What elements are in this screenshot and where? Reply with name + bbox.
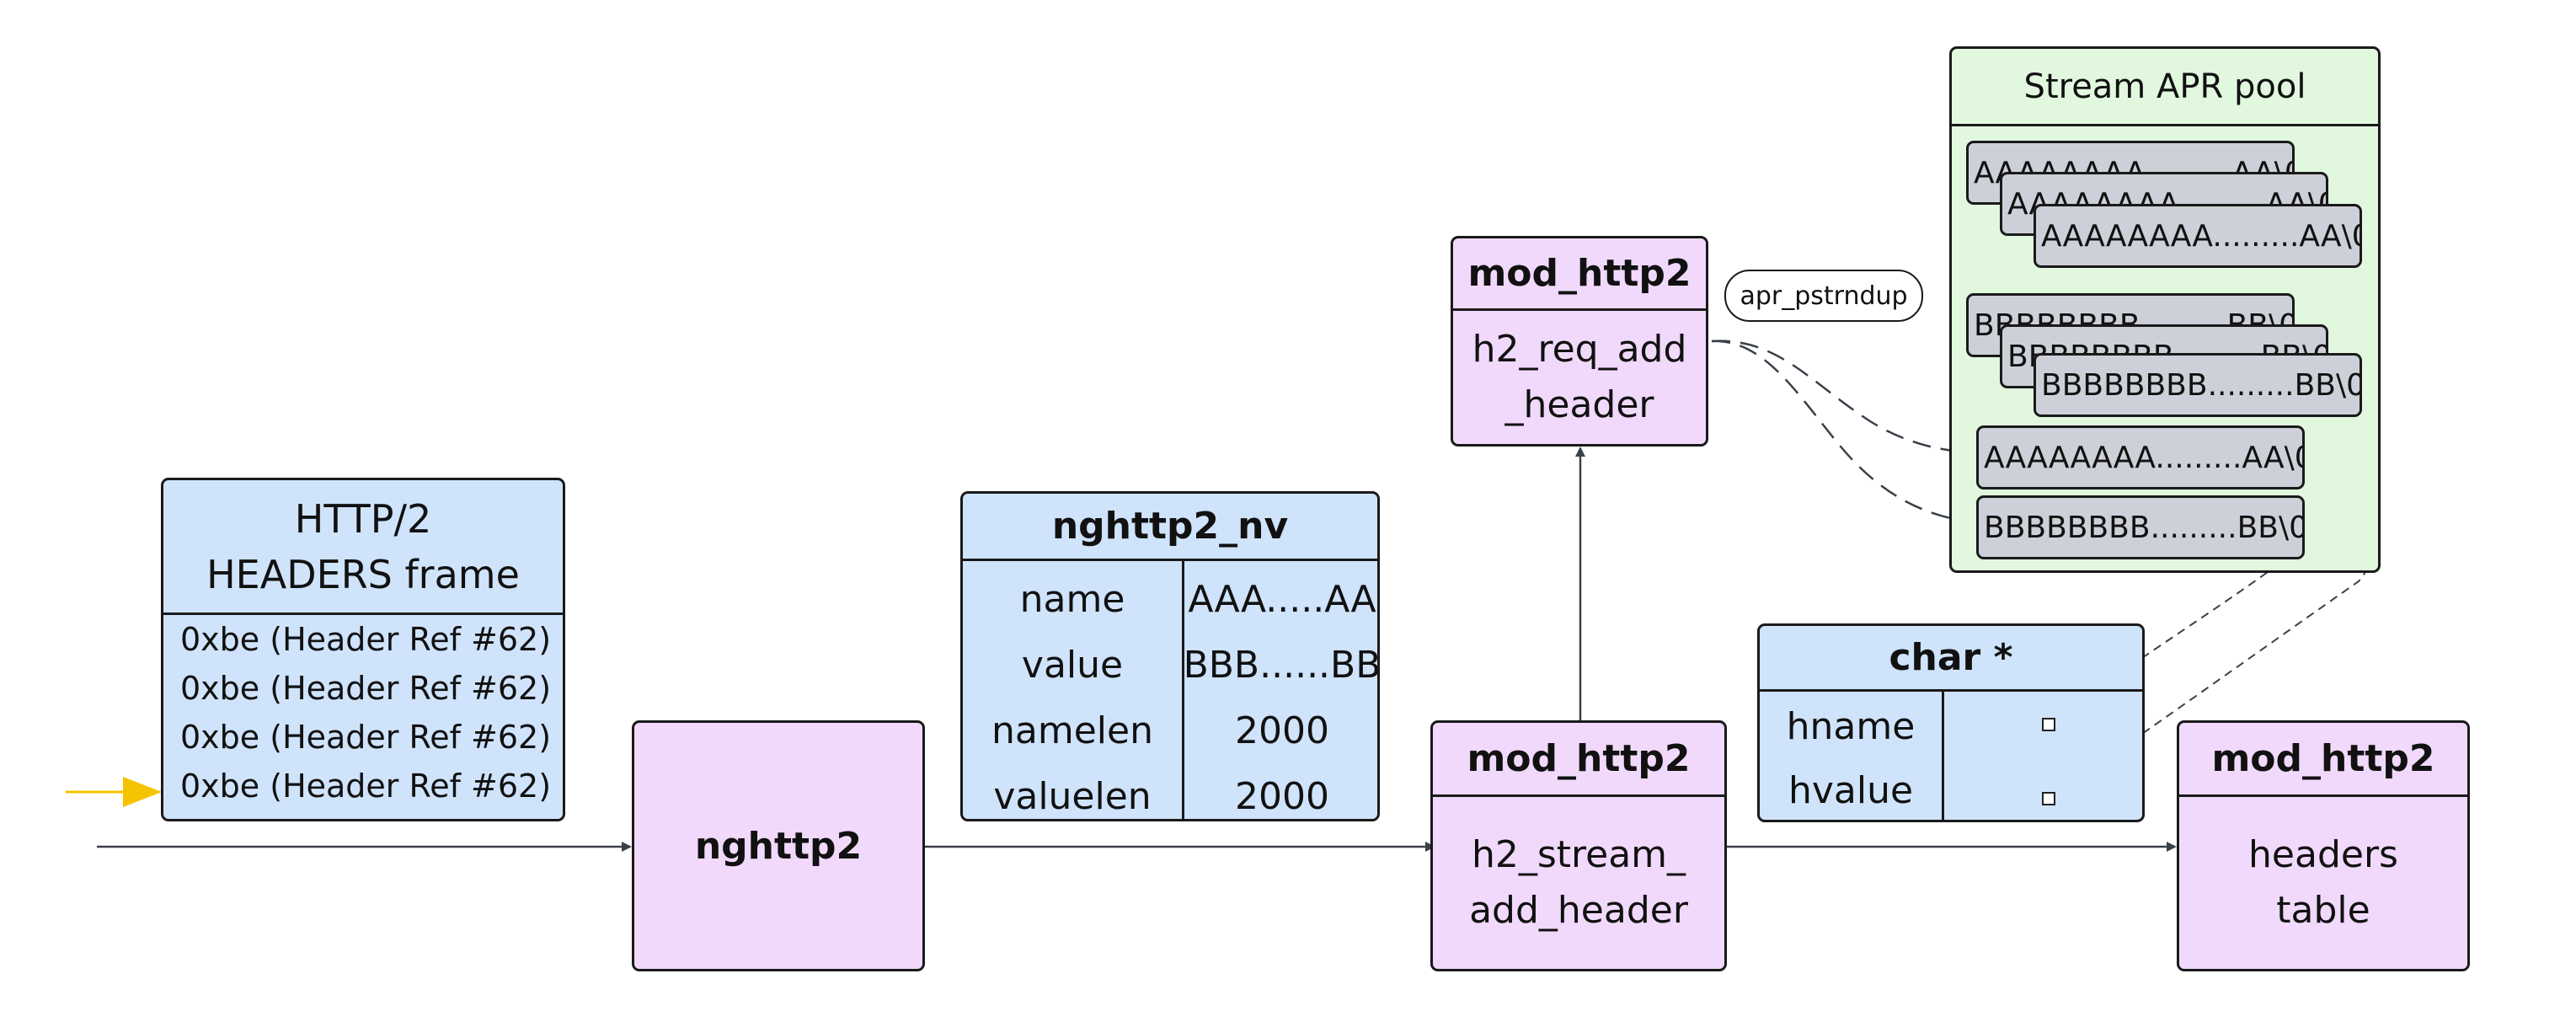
nv-key: value bbox=[1021, 643, 1124, 687]
hname-pointer-marker bbox=[2042, 718, 2055, 731]
pool-chunk-new-value: BBBBBBBB.........BB\0 bbox=[1976, 495, 2305, 559]
nv-row: valuelen 2000 bbox=[963, 763, 1377, 819]
nv-value: BBB......BB bbox=[1183, 643, 1380, 687]
nv-rows: name AAA.....AA value BBB......BB namele… bbox=[963, 566, 1380, 819]
pool-header: Stream APR pool bbox=[1952, 49, 2378, 126]
req-add-line1: h2_req_add bbox=[1472, 328, 1687, 371]
stream-add-body: h2_stream_ add_header bbox=[1433, 797, 1724, 969]
headers-table-title: mod_http2 bbox=[2211, 737, 2435, 780]
frame-row: 0xbe (Header Ref #62) bbox=[180, 719, 552, 756]
nv-key: valuelen bbox=[993, 774, 1152, 818]
frame-row: 0xbe (Header Ref #62) bbox=[180, 768, 552, 805]
char-header: char * bbox=[1760, 626, 2142, 692]
headers-table-header: mod_http2 bbox=[2179, 723, 2467, 797]
nv-value: 2000 bbox=[1235, 709, 1329, 752]
nv-divider bbox=[1182, 561, 1184, 819]
stream-add-title: mod_http2 bbox=[1467, 737, 1691, 780]
alloc-arrow-value bbox=[1711, 340, 1979, 530]
req-add-body: h2_req_add _header bbox=[1453, 311, 1706, 444]
alloc-arrow-name bbox=[1711, 340, 1979, 462]
nv-key: name bbox=[1019, 577, 1125, 621]
frame-row: 0xbe (Header Ref #62) bbox=[180, 670, 552, 707]
frame-header: HTTP/2 HEADERS frame bbox=[163, 480, 563, 615]
char-key: hname bbox=[1786, 704, 1916, 748]
apr-pstrndup-label: apr_pstrndup bbox=[1724, 270, 1923, 322]
h2-req-add-header-box: mod_http2 h2_req_add _header bbox=[1451, 236, 1708, 447]
nv-value: 2000 bbox=[1235, 774, 1329, 818]
headers-table-box: mod_http2 headers table bbox=[2177, 720, 2470, 971]
char-key: hvalue bbox=[1788, 768, 1914, 812]
pool-chunk-b: BBBBBBBB.........BB\0 bbox=[2034, 353, 2362, 417]
nv-row: name AAA.....AA bbox=[963, 566, 1377, 632]
char-divider bbox=[1942, 692, 1944, 820]
frame-rows: 0xbe (Header Ref #62) 0xbe (Header Ref #… bbox=[163, 615, 563, 810]
hvalue-pointer-marker bbox=[2042, 792, 2055, 805]
req-add-title: mod_http2 bbox=[1467, 252, 1692, 295]
apr-pstrndup-text: apr_pstrndup bbox=[1740, 281, 1908, 311]
frame-title-line2: HEADERS frame bbox=[206, 551, 520, 597]
h2-stream-add-header-box: mod_http2 h2_stream_ add_header bbox=[1430, 720, 1727, 971]
nv-row: value BBB......BB bbox=[963, 632, 1380, 698]
frame-title-line1: HTTP/2 bbox=[294, 495, 432, 542]
char-row: hvalue bbox=[1760, 759, 1942, 820]
char-title: char * bbox=[1889, 636, 2013, 679]
headers-table-line1: headers bbox=[2248, 833, 2398, 876]
nv-title: nghttp2_nv bbox=[1051, 505, 1289, 548]
req-add-line2: _header bbox=[1504, 383, 1654, 426]
nv-value: AAA.....AA bbox=[1188, 577, 1376, 621]
stream-add-line2: add_header bbox=[1469, 889, 1688, 932]
nghttp2-label: nghttp2 bbox=[694, 824, 863, 868]
nv-row: namelen 2000 bbox=[963, 698, 1377, 763]
headers-table-body: headers table bbox=[2179, 797, 2467, 969]
pool-chunk-a: AAAAAAAA.........AA\0 bbox=[2034, 204, 2362, 268]
nghttp2-nv-struct: nghttp2_nv name AAA.....AA value BBB....… bbox=[960, 491, 1380, 821]
char-row: hname bbox=[1760, 695, 1942, 757]
pool-chunk-new-name: AAAAAAAA.........AA\0 bbox=[1976, 425, 2305, 489]
nghttp2-box: nghttp2 bbox=[632, 720, 925, 971]
pool-title: Stream APR pool bbox=[2023, 67, 2306, 106]
nv-header: nghttp2_nv bbox=[963, 494, 1377, 561]
frame-row: 0xbe (Header Ref #62) bbox=[180, 621, 552, 658]
req-add-header: mod_http2 bbox=[1453, 238, 1706, 311]
headers-table-line2: table bbox=[2276, 889, 2370, 932]
nv-key: namelen bbox=[991, 709, 1153, 752]
http2-headers-frame: HTTP/2 HEADERS frame 0xbe (Header Ref #6… bbox=[161, 478, 565, 821]
stream-add-line1: h2_stream_ bbox=[1471, 833, 1686, 876]
stream-add-header: mod_http2 bbox=[1433, 723, 1724, 797]
char-pointer-struct: char * hname hvalue bbox=[1757, 623, 2145, 822]
